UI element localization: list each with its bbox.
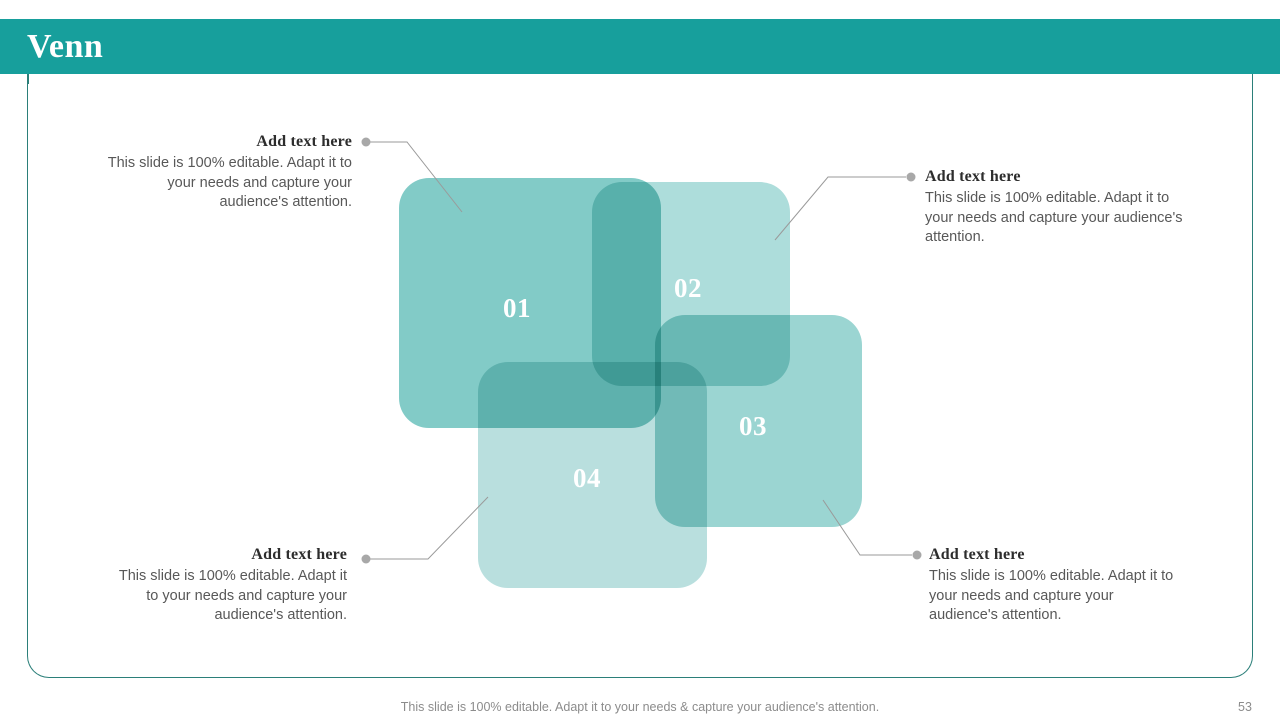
page-number: 53 [1238,700,1252,714]
callout-bottom-right: Add text here This slide is 100% editabl… [929,545,1179,626]
callout-body: This slide is 100% editable. Adapt it to… [118,568,347,623]
callout-top-left: Add text here This slide is 100% editabl… [104,132,352,213]
callout-heading: Add text here [929,546,1025,563]
callout-body: This slide is 100% editable. Adapt it to… [929,568,1174,623]
callout-heading: Add text here [251,546,347,563]
callout-heading: Add text here [256,133,352,150]
footer-note: This slide is 100% editable. Adapt it to… [400,700,880,714]
callout-heading: Add text here [925,168,1021,185]
callout-body: This slide is 100% editable. Adapt it to… [107,155,352,210]
callout-body: This slide is 100% editable. Adapt it to… [925,190,1183,245]
header-bar [0,19,1280,74]
content-frame [27,74,1253,678]
page-title: Venn [27,28,104,65]
callout-bottom-left: Add text here This slide is 100% editabl… [104,545,347,626]
callout-top-right: Add text here This slide is 100% editabl… [925,167,1183,248]
